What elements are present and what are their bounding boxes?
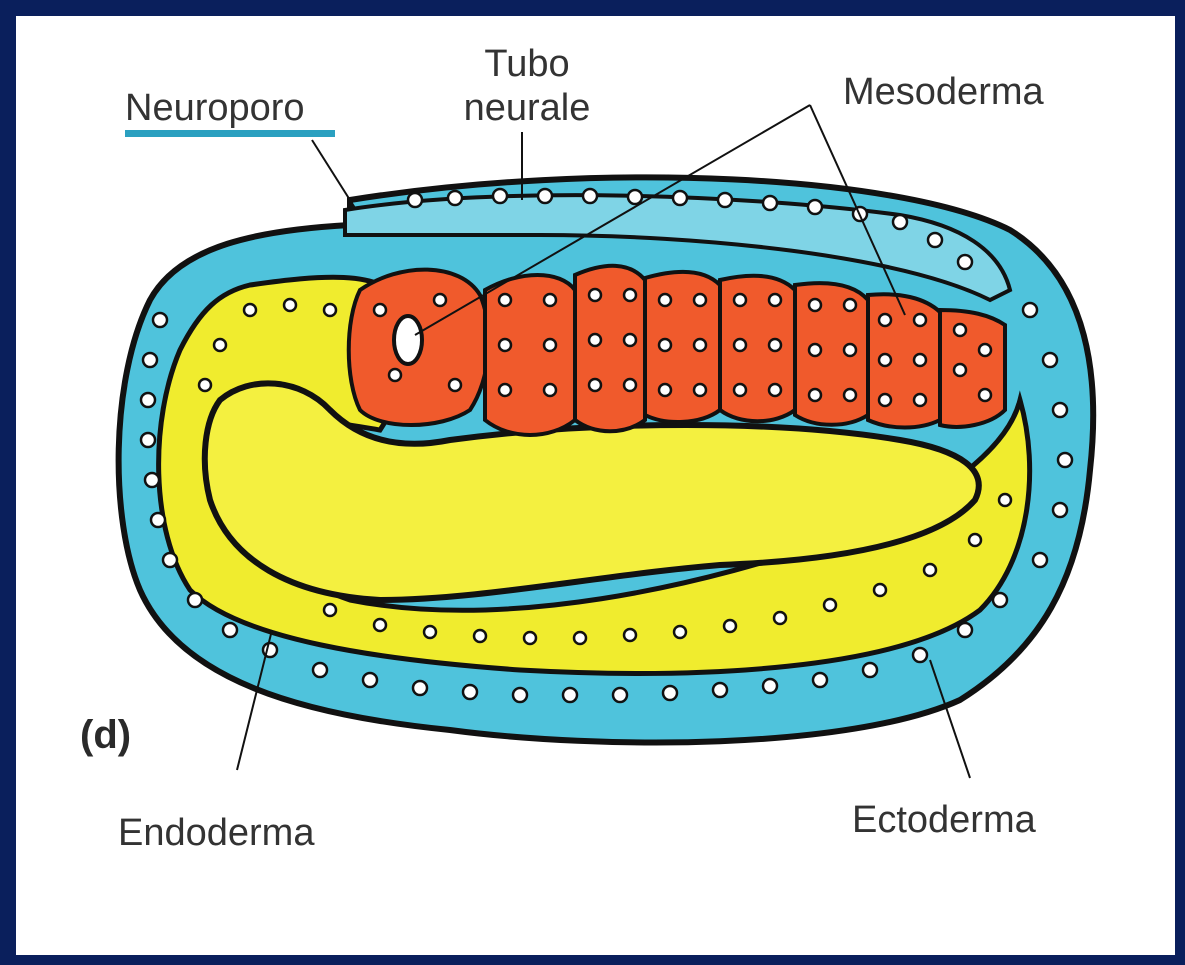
label-neuroporo: Neuroporo [125, 87, 305, 129]
label-neurale: neurale [464, 87, 591, 129]
label-ectoderma: Ectoderma [852, 799, 1037, 841]
label-endoderma: Endoderma [118, 812, 315, 854]
leader-neuroporo [312, 140, 355, 208]
label-panel: (d) [80, 713, 131, 757]
label-mesoderma: Mesoderma [843, 71, 1044, 113]
label-tubo: Tubo [484, 43, 569, 85]
neuroporo-underline [125, 130, 335, 137]
